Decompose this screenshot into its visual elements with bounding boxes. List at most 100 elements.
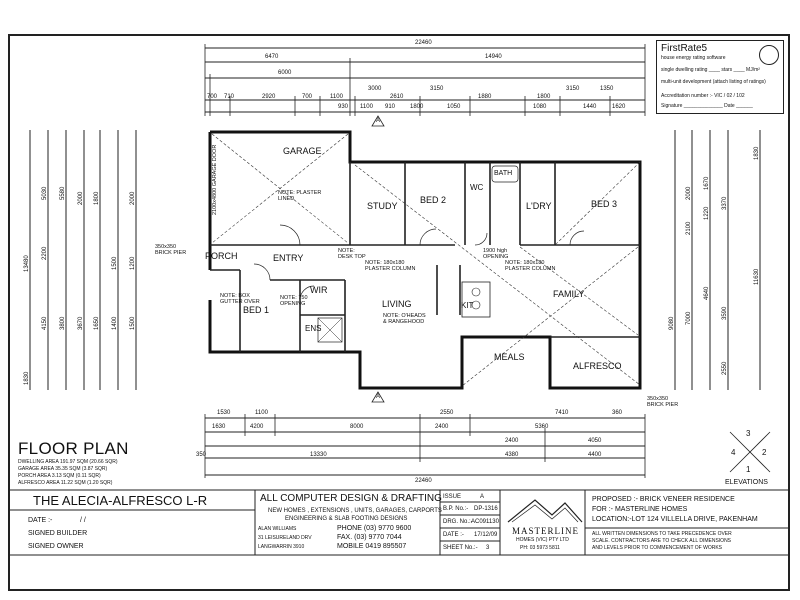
room-living: LIVING [382,299,412,309]
dim-top: 710 [224,94,235,100]
dim-right: 1670 [704,176,710,190]
bp-label: B.P. No.:- [443,506,469,512]
door-swings [253,224,585,301]
room-study: STUDY [367,201,398,211]
note-opening: NOTE: 750 OPENING [280,295,308,308]
company-name: ALL COMPUTER DESIGN & DRAFTING [260,493,442,504]
dim-top: 3150 [430,86,444,92]
date-value: / / [80,517,86,524]
phone: PHONE (03) 9770 9600 [337,525,412,532]
masterline-logo-text: MASTERLINE [512,526,579,536]
elevation-number: 1 [746,465,751,474]
disclaimer: ALL WRITTEN DIMENSIONS TO TAKE PRECEDENC… [592,531,732,537]
dim-right: 9080 [669,316,675,330]
disclaimer: SCALE. CONTRACTORS ARE TO CHECK ALL DIME… [592,538,732,544]
dim-top: 1800 [537,94,551,100]
dim-right: 1830 [754,146,760,160]
for: FOR :- MASTERLINE HOMES [592,506,688,513]
elevation-number: 4 [731,448,736,457]
firstrate-line: Accreditation number :- VIC / 02 / 102 [661,93,745,99]
dim-top: 1800 [410,104,424,110]
dim-right: 11630 [754,268,760,285]
dim-left: 1500 [130,316,136,330]
sheet-label: SHEET No.:- [443,545,478,551]
note-brick-pier-2: 350x350 BRICK PIER [647,396,679,409]
bp-value: DP-1316 [474,506,498,512]
sink-icon [471,300,481,310]
dim-left: 1200 [130,256,136,270]
dim-right: 1220 [704,206,710,220]
room-bed3: BED 3 [591,199,618,209]
kitchen-island [461,281,491,318]
dim-left: 1400 [112,316,118,330]
issue-label: ISSUE [443,494,462,500]
drg-value: AC091130 [471,519,499,525]
dim-bottom: 4400 [588,452,602,458]
proposed: PROPOSED :- BRICK VENEER RESIDENCE [592,496,735,503]
dim-top: 6000 [278,70,292,76]
dim-right: 3590 [722,306,728,320]
dim-right: 2000 [686,186,692,200]
plan-title: FLOOR PLAN [18,439,129,458]
note-desk-top: NOTE: DESK TOP [338,248,366,261]
room-kitchen: KIT [461,301,474,310]
area-line: ALFRESCO AREA 11.22 SQM (1.20 SQR) [18,480,113,486]
dim-bottom: 5360 [535,424,549,430]
drawing-border [8,34,790,591]
dim-top: 1050 [447,104,461,110]
room-bed1: BED 1 [243,305,270,315]
room-porch: PORCH [205,251,238,261]
house-energy-logo-icon [759,45,779,65]
area-line: DWELLING AREA 191.97 SQM (20.66 SQR) [18,459,118,465]
room-alfresco: ALFRESCO [573,361,622,371]
mobile: MOBILE 0419 895507 [337,543,407,550]
masterline-logo-phone: PH: 03 5973 5811 [520,545,560,551]
dim-top: 1350 [600,86,614,92]
dim-bottom: 2550 [440,410,454,416]
signed-builder: SIGNED BUILDER [28,530,88,537]
dim-left: 1830 [24,371,30,385]
dim-right: 2550 [722,361,728,375]
sheet-value: 3 [486,545,490,551]
note-plaster-column-1: NOTE: 180x180 PLASTER COLUMN [365,260,416,273]
interior-walls [210,162,640,352]
location: LOCATION:-LOT 124 VILLELLA DRIVE, PAKENH… [592,516,758,523]
contact-name: ALAN WILLIAMS [258,526,297,532]
room-wir: WIR [310,285,328,295]
sink-icon [471,287,481,297]
area-line: GARAGE AREA 35.35 SQM (3.87 SQR) [18,466,108,472]
dim-top: 1440 [583,104,597,110]
elevation-number: 2 [762,448,767,457]
dim-bottom: 7410 [555,410,569,416]
dim-top: 930 [338,104,349,110]
garage-hatch-lines [211,133,641,387]
dim-bottom: 2400 [505,438,519,444]
dim-top: 910 [385,104,396,110]
dim-bottom: 4380 [505,452,519,458]
note-plaster-column-2: NOTE: 180x180 PLASTER COLUMN [505,260,556,273]
elevations-label: ELEVATIONS [725,479,768,486]
date-label: DATE :- [28,517,53,524]
dim-bottom: 4050 [588,438,602,444]
dim-right: 3370 [722,196,728,210]
room-wc: WC [470,183,484,192]
dim-left: 2200 [42,246,48,260]
section-markers [371,115,385,403]
room-garage: GARAGE [283,146,322,156]
area-line: PORCH AREA 3.13 SQM (0.11 SQR) [18,473,101,479]
dim-top: 2920 [262,94,276,100]
dim-bottom: 1530 [217,410,231,416]
dim-top: 1100 [360,104,373,110]
note-opening-2: 1900 high OPENING [483,248,509,261]
section-marker-top: A [376,118,381,124]
dim-left: 1500 [112,256,118,270]
note-oheads-rangehood: NOTE: O'HEADS & RANGEHOOD [383,313,426,326]
dim-right: 4640 [704,286,710,300]
dim-bottom: 13330 [310,452,327,458]
dim-bottom: 1630 [212,424,226,430]
dim-top-overall: 22460 [415,40,432,46]
room-entry: ENTRY [273,253,304,263]
firstrate-subtitle: house energy rating software [661,55,726,61]
dim-bottom: 8000 [350,424,364,430]
dim-top: 1880 [478,94,492,100]
